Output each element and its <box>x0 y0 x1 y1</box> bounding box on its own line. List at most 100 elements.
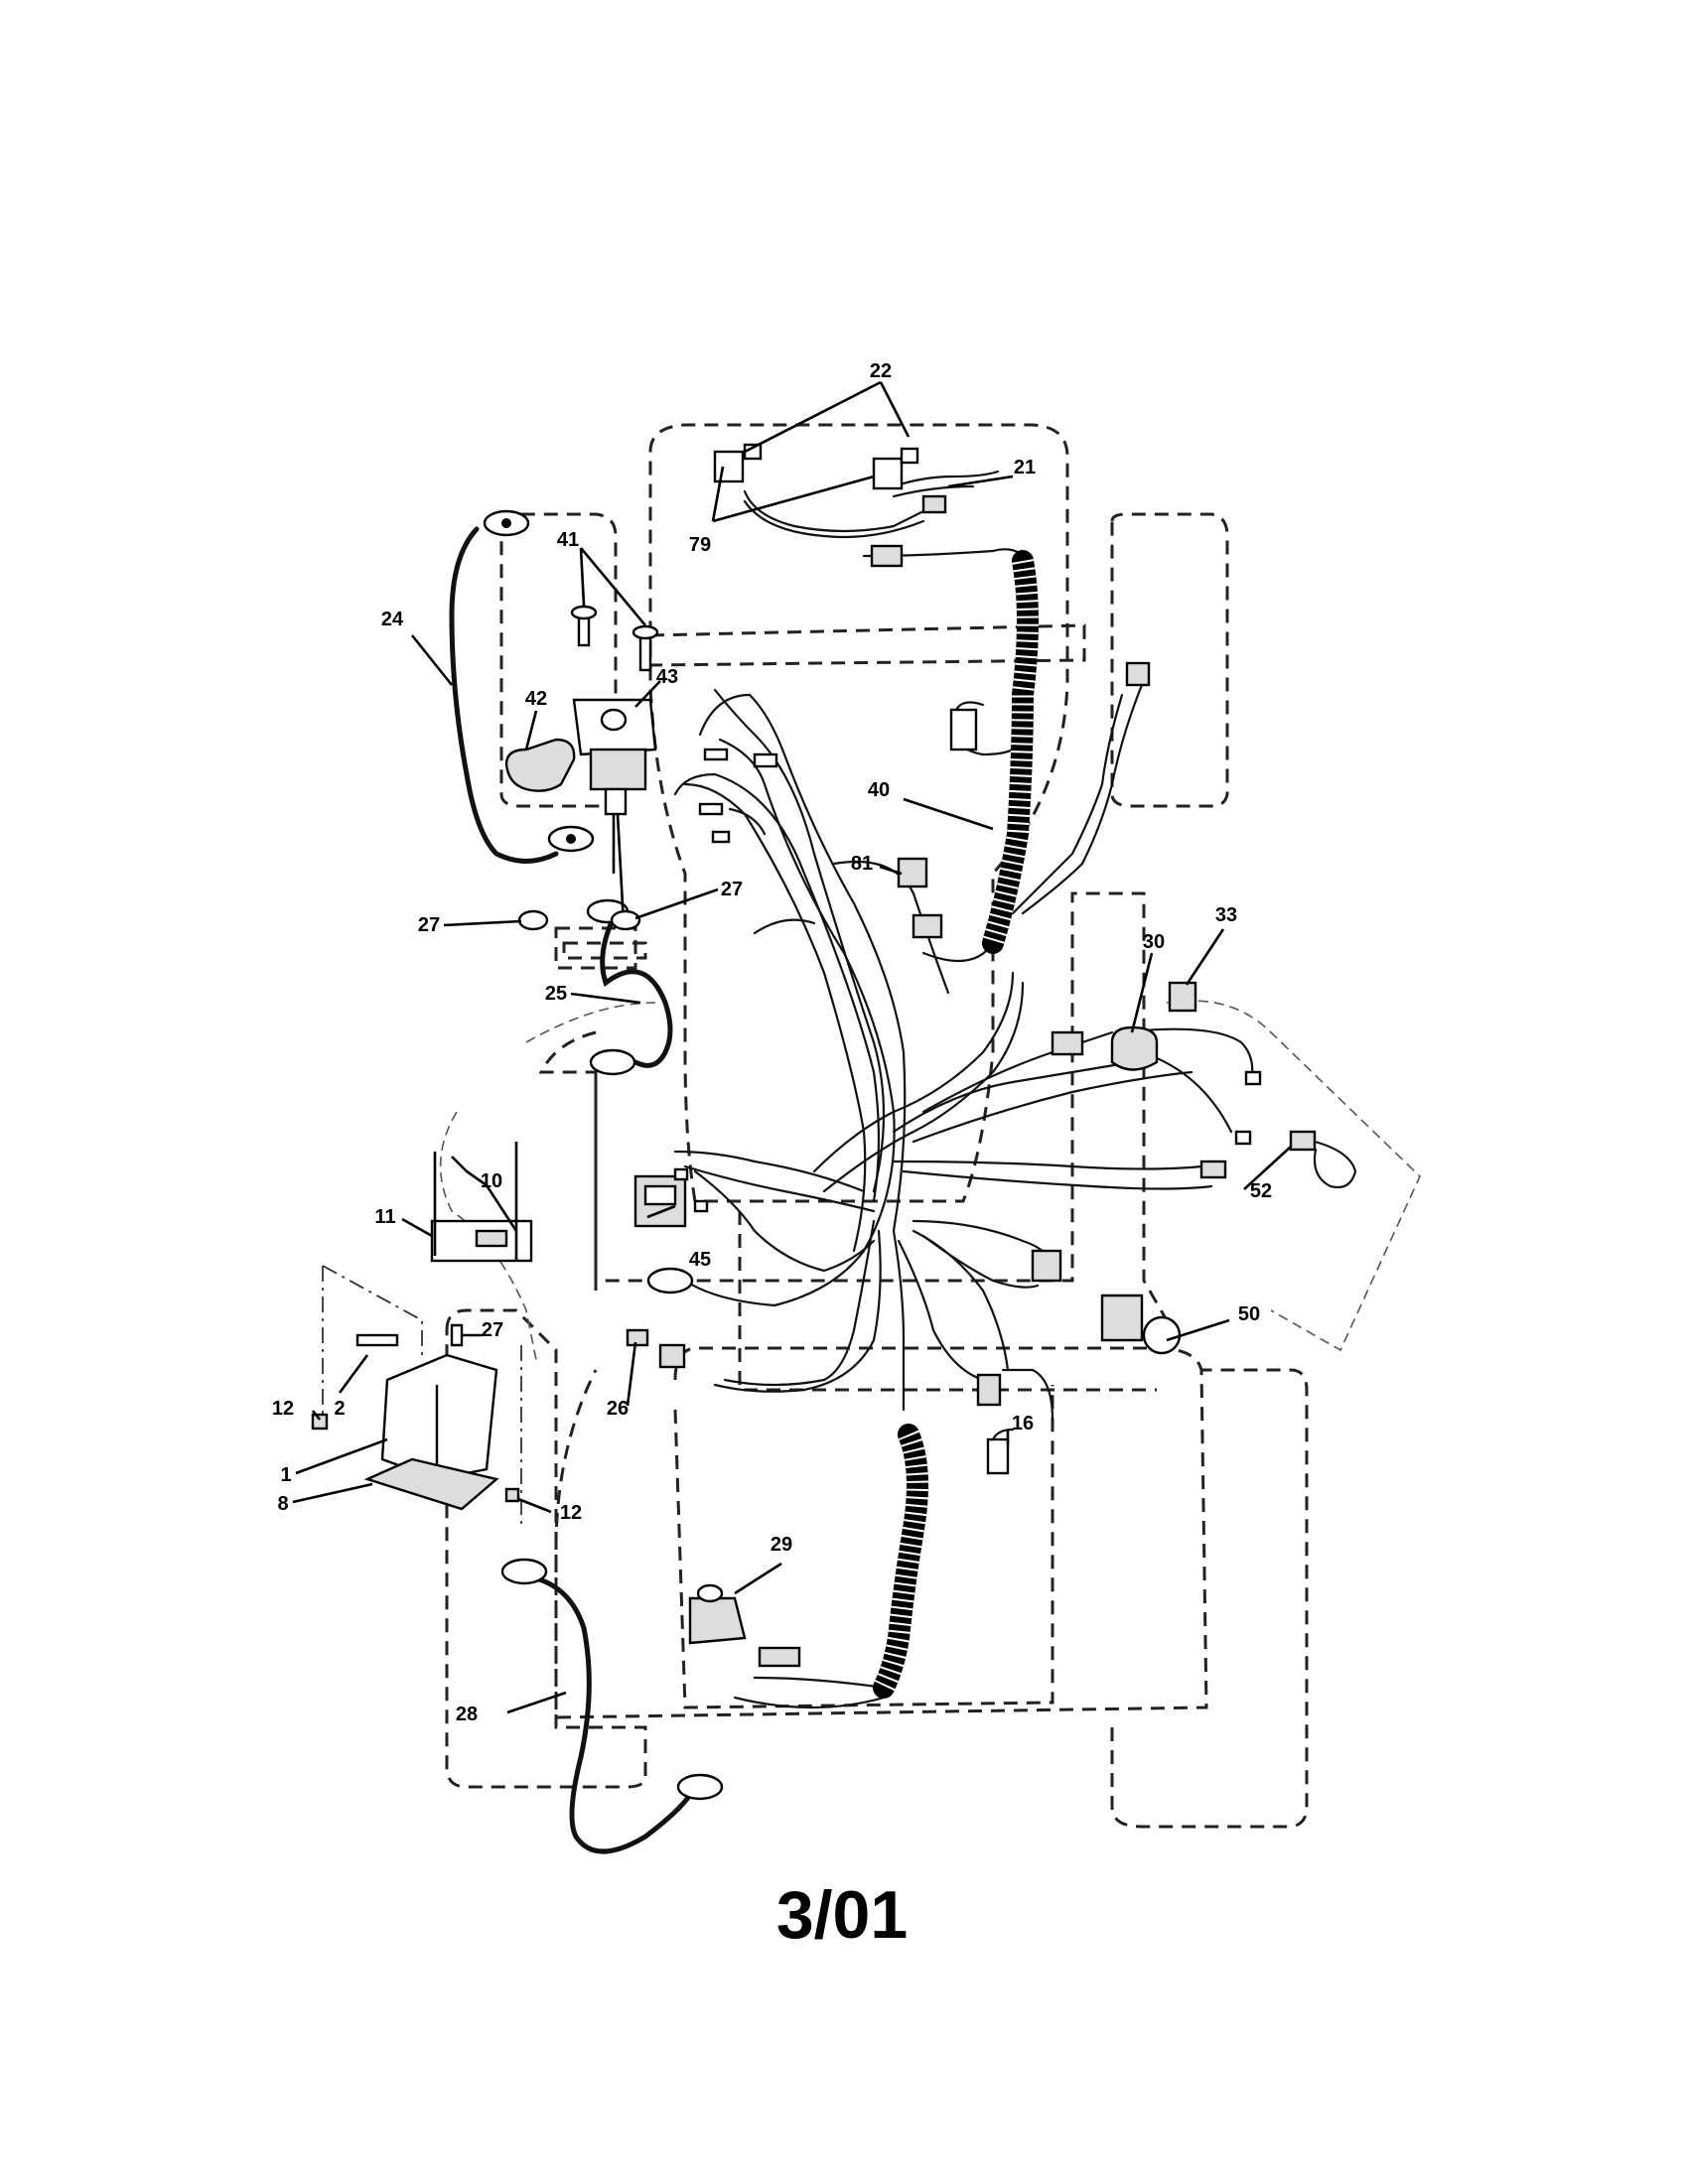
solenoid <box>504 605 659 931</box>
bolt-41-a <box>577 614 591 647</box>
terminal-45b <box>693 1199 709 1213</box>
boot-42 <box>504 738 576 792</box>
callout-10: 10 <box>481 1170 502 1192</box>
nut-27-battery <box>450 1323 464 1347</box>
connector-plug <box>1031 1249 1062 1283</box>
callout-50: 50 <box>1238 1303 1260 1325</box>
bolt-2 <box>355 1333 399 1347</box>
cable-24 <box>449 526 559 864</box>
cable-28 <box>533 1575 698 1854</box>
connector-mid <box>912 913 943 939</box>
rear-body <box>554 1346 1208 1719</box>
connector-right <box>1199 1160 1227 1179</box>
rear-right-tire <box>1110 1368 1309 1829</box>
terminal-45a <box>673 1167 689 1181</box>
callout-29: 29 <box>771 1534 792 1556</box>
connector-26a <box>626 1328 649 1347</box>
seat-switch-52 <box>1289 1130 1317 1152</box>
terminal-b <box>753 752 778 768</box>
battery-tray-8 <box>363 1457 499 1511</box>
wire-harness <box>673 470 1254 1709</box>
terminal-d <box>711 830 731 844</box>
bolt-41-b <box>638 633 652 672</box>
relay-81 <box>897 857 928 888</box>
rear-left-tire <box>445 1308 647 1789</box>
components <box>311 443 1357 1668</box>
callout-33: 33 <box>1215 904 1237 926</box>
pto-switch-50 <box>1100 1294 1144 1342</box>
callout-41: 41 <box>557 529 579 551</box>
terminal-right-2 <box>1234 1130 1252 1146</box>
cable-28-terminal-bottom <box>676 1773 724 1801</box>
terminal-right-1 <box>1244 1070 1262 1086</box>
front-axle-bar <box>648 623 1086 667</box>
fender-line <box>439 1111 537 1361</box>
connector-upper-right <box>1125 661 1151 687</box>
connector-headlight <box>870 544 904 568</box>
dash-panel-outline <box>525 1002 656 1043</box>
callout-labels: 22 21 79 41 24 43 42 40 81 27 27 30 33 2… <box>272 360 1272 1725</box>
connector-26b <box>658 1343 686 1369</box>
connector-switch <box>949 708 978 751</box>
cable-25 <box>600 910 673 1068</box>
callout-40: 40 <box>868 779 890 801</box>
light-socket-right <box>872 457 904 490</box>
coiled-harness-40 <box>873 550 1039 1699</box>
battery-1 <box>380 1353 498 1481</box>
connector-16-upper <box>976 1373 1002 1407</box>
nut-12-left <box>311 1413 329 1431</box>
callout-24: 24 <box>381 609 404 630</box>
callout-16: 16 <box>1012 1413 1034 1434</box>
callout-52: 52 <box>1250 1180 1272 1202</box>
callout-12-left: 12 <box>272 1398 294 1420</box>
callout-2: 2 <box>334 1398 345 1420</box>
brake-switch-29 <box>688 1596 747 1645</box>
callout-1: 1 <box>280 1464 291 1486</box>
callout-11: 11 <box>374 1206 395 1228</box>
cable-28-terminal-top <box>500 1558 548 1585</box>
terminal-a <box>703 748 729 761</box>
connector-21 <box>921 494 947 514</box>
callout-22: 22 <box>870 360 892 382</box>
nut-27-right <box>610 909 641 931</box>
page-date-label: 3/01 <box>775 1877 909 1953</box>
connector-center <box>1051 1030 1084 1056</box>
solenoid-body <box>589 748 647 791</box>
fuse-33 <box>1168 981 1197 1013</box>
cable-25-terminal <box>589 1048 636 1076</box>
battery-cables <box>449 509 724 1854</box>
ring-terminal-mid <box>646 1267 694 1295</box>
leader-lines <box>292 380 1292 1714</box>
callout-28: 28 <box>456 1704 478 1725</box>
terminal-c <box>698 802 724 816</box>
deck-area <box>673 1385 1054 1709</box>
callout-43: 43 <box>656 666 678 688</box>
seat-deck-outline <box>738 1211 1157 1392</box>
callout-25: 25 <box>545 983 567 1005</box>
callout-45: 45 <box>689 1249 711 1271</box>
ignition-switch-30 <box>1110 1025 1159 1071</box>
callout-26: 26 <box>607 1398 629 1420</box>
callout-27-battery: 27 <box>482 1319 503 1341</box>
frame-outline <box>538 891 1169 1321</box>
callout-27-right: 27 <box>721 879 743 900</box>
callout-12-right: 12 <box>560 1502 582 1524</box>
light-socket-left <box>713 450 745 483</box>
callout-42: 42 <box>525 688 547 710</box>
nut-27-left <box>517 909 549 931</box>
step-left-2 <box>562 941 647 960</box>
nut-12-right <box>504 1487 520 1503</box>
callout-21: 21 <box>1014 457 1036 478</box>
callout-8: 8 <box>277 1493 288 1515</box>
battery-frame-dashdot <box>322 1265 522 1529</box>
right-front-tire <box>1110 512 1229 808</box>
callout-81: 81 <box>851 853 873 875</box>
hood-outline <box>648 423 1069 1203</box>
callout-27-left: 27 <box>418 914 440 936</box>
connector-29 <box>758 1646 801 1668</box>
callout-30: 30 <box>1143 931 1165 953</box>
step-left <box>554 926 637 970</box>
solenoid-stem <box>612 813 626 924</box>
connector-16 <box>986 1437 1010 1475</box>
